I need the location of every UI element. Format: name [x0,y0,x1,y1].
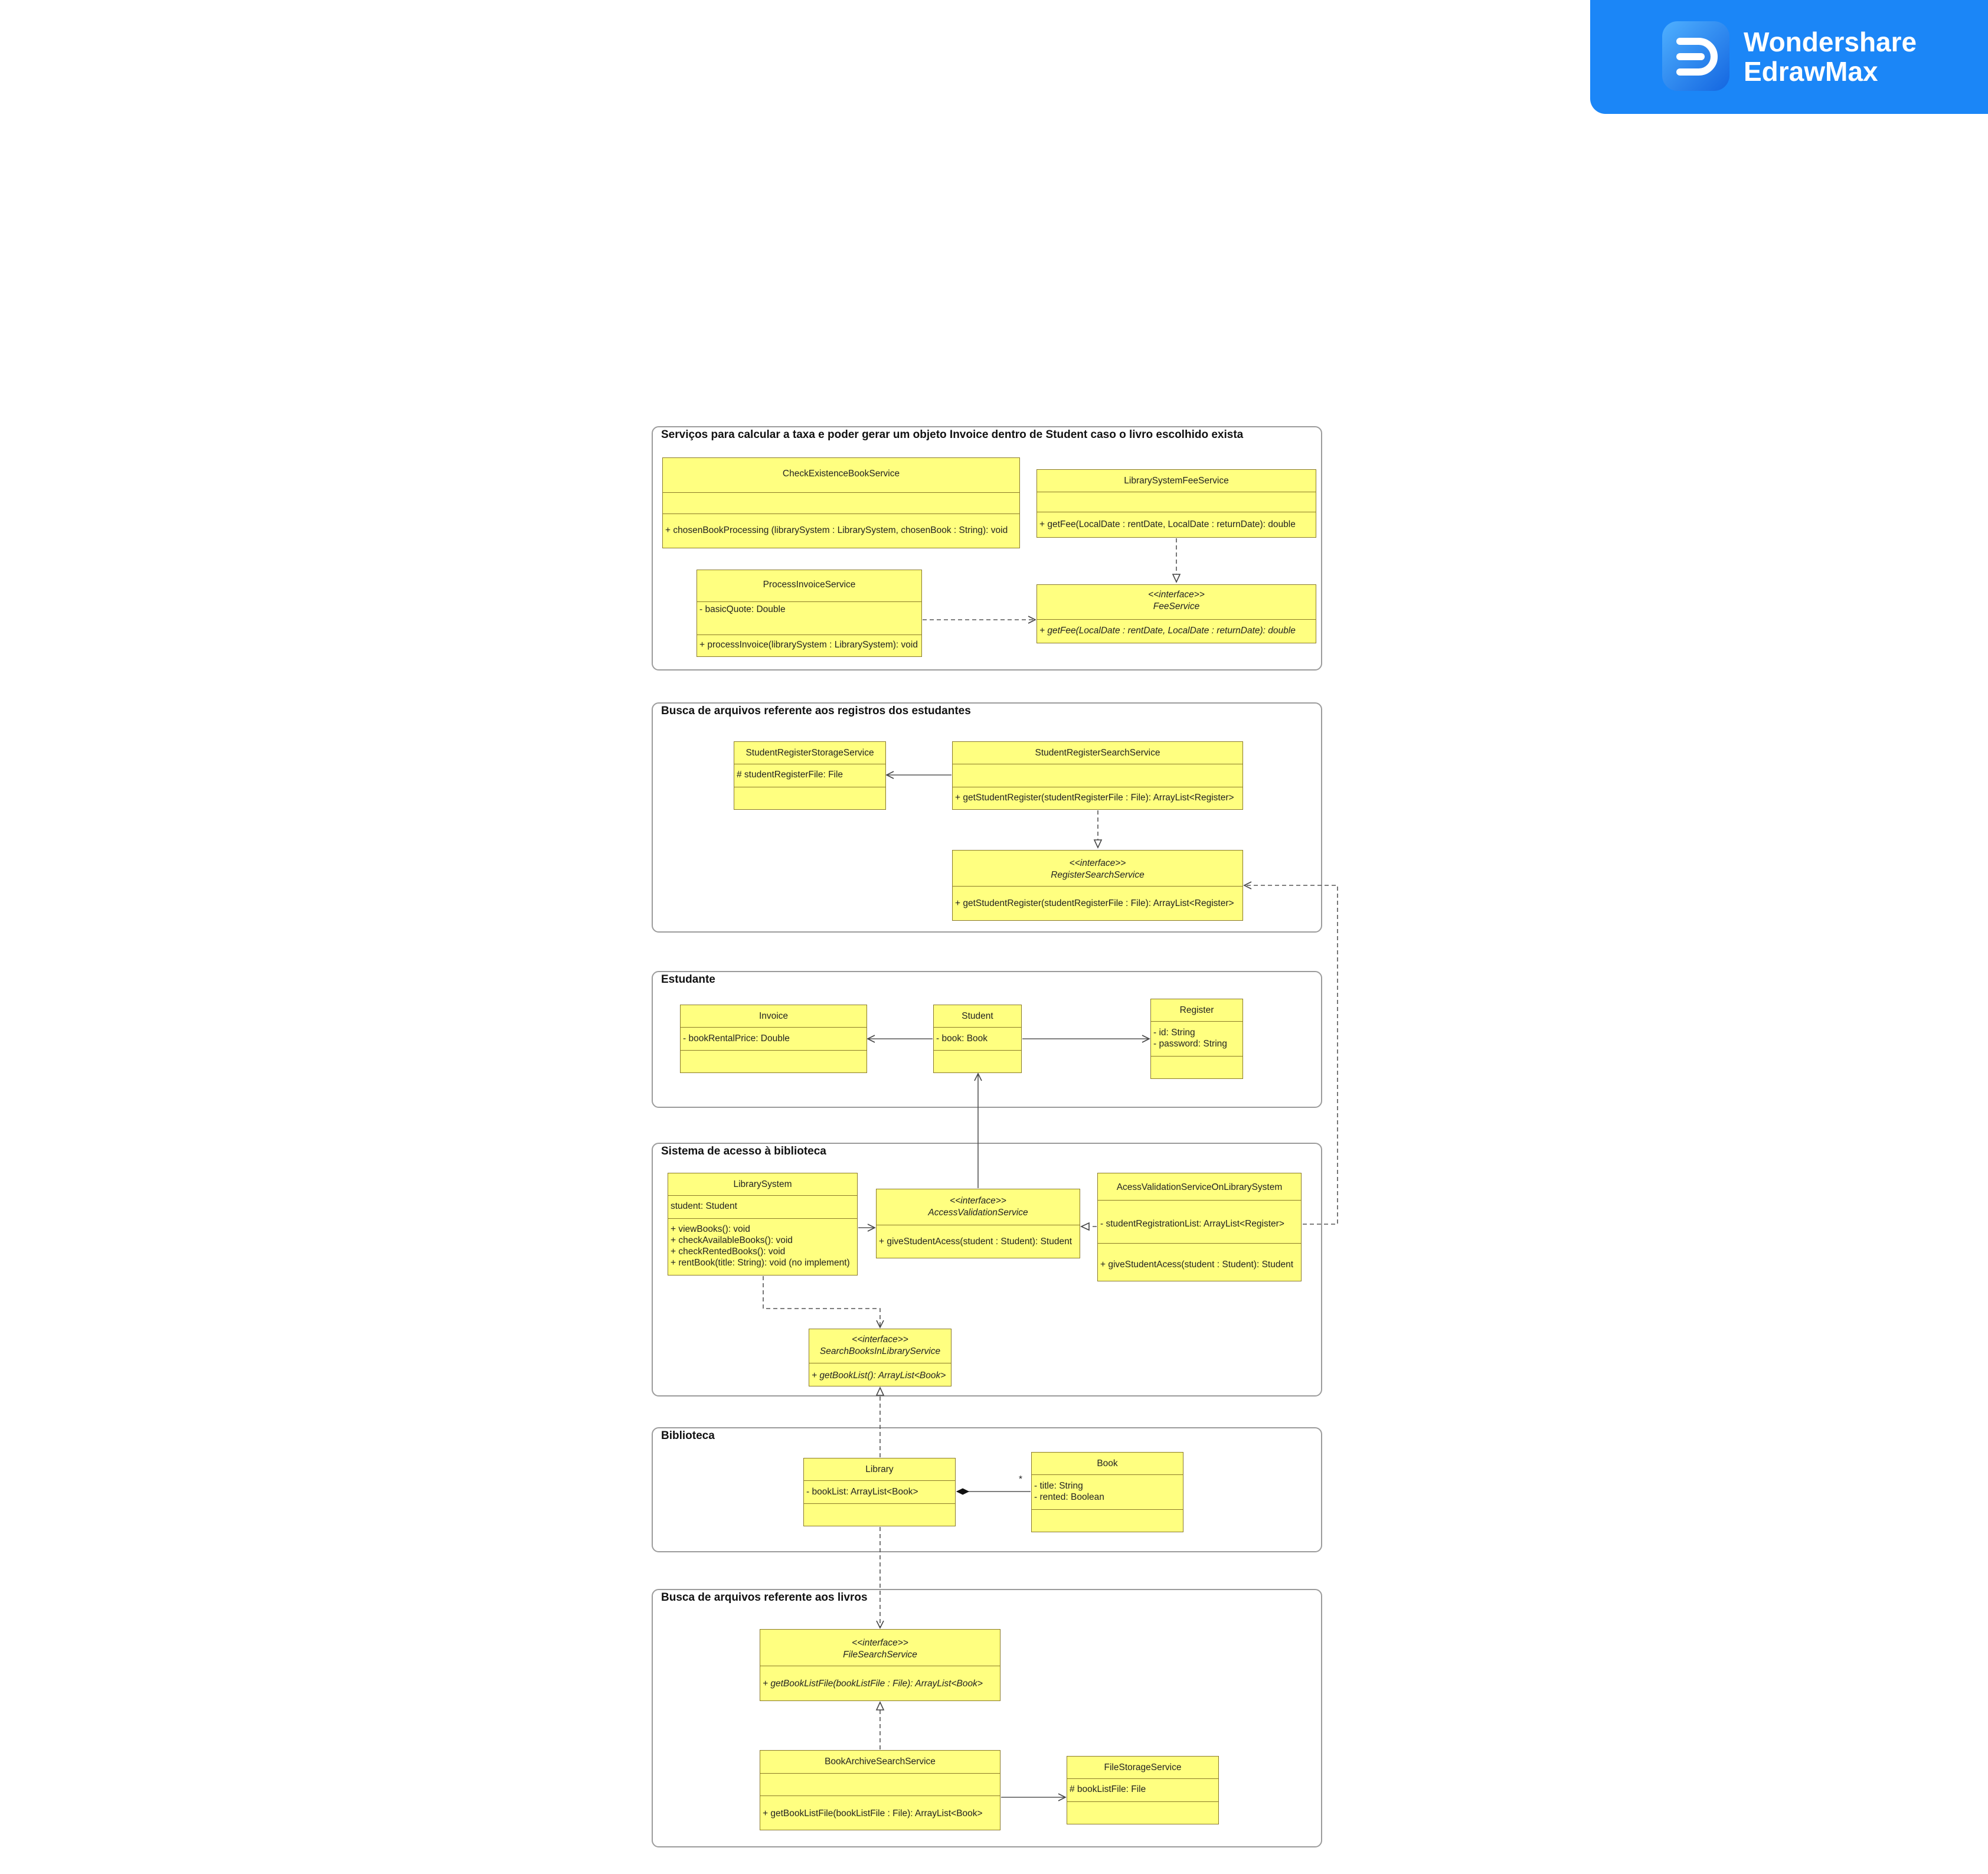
class-name: AcessValidationServiceOnLibrarySystem [1116,1182,1283,1192]
class-attribute: - basicQuote: Double [699,604,786,614]
edrawmax-logo-icon [1662,21,1729,91]
class-attribute: - password: String [1153,1039,1227,1049]
class-name: StudentRegisterStorageService [746,748,874,758]
class-library-system-fee-service[interactable]: LibrarySystemFeeService + getFee(LocalDa… [1036,469,1316,538]
class-operation: + getFee(LocalDate : rentDate, LocalDate… [1039,519,1296,529]
class-name: LibrarySystemFeeService [1124,476,1229,486]
package-title: Biblioteca [661,1430,715,1442]
class-operation: + processInvoice(librarySystem : Library… [699,640,918,650]
class-book[interactable]: Book - title: String - rented: Boolean [1031,1452,1183,1532]
dependency-system-searchbooks [763,1276,884,1329]
class-name: Book [1097,1458,1118,1469]
class-operation: + rentBook(title: String): void (no impl… [671,1258,850,1268]
package-library: Biblioteca [652,1427,1322,1552]
class-operation: + checkAvailableBooks(): void [671,1235,793,1245]
brand-product: EdrawMax [1744,56,1878,87]
class-attribute: - title: String [1034,1481,1083,1491]
stereotype: <<interface>> [852,1335,908,1345]
class-student-register-search-service[interactable]: StudentRegisterSearchService + getStuden… [952,741,1243,810]
class-operation: + checkRentedBooks(): void [671,1247,786,1257]
class-file-storage-service[interactable]: FileStorageService # bookListFile: File [1067,1756,1219,1824]
class-invoice[interactable]: Invoice - bookRentalPrice: Double [680,1005,867,1073]
class-student-register-storage-service[interactable]: StudentRegisterStorageService # studentR… [734,741,886,810]
class-operation: + giveStudentAcess(student : Student): S… [879,1237,1072,1247]
package-title: Busca de arquivos referente aos registro… [661,705,971,717]
class-name: AccessValidationService [928,1208,1028,1218]
package-access: Sistema de acesso à biblioteca [652,1143,1322,1396]
package-title: Busca de arquivos referente aos livros [661,1591,868,1604]
class-name: StudentRegisterSearchService [1035,748,1160,758]
package-title: Estudante [661,973,715,986]
class-attribute: - bookList: ArrayList<Book> [806,1487,918,1497]
class-book-archive-search-service[interactable]: BookArchiveSearchService + getBookListFi… [760,1750,1000,1830]
dependency-access-register [1243,881,1338,1225]
class-operation: + viewBooks(): void [671,1224,750,1234]
class-name: FileStorageService [1104,1762,1182,1772]
class-student[interactable]: Student - book: Book [933,1005,1022,1073]
interface-access-validation-service[interactable]: <<interface>> AccessValidationService + … [876,1189,1080,1258]
stereotype: <<interface>> [1148,590,1205,600]
class-attribute: # bookListFile: File [1070,1784,1146,1794]
class-attribute: - rented: Boolean [1034,1492,1104,1502]
class-name: Register [1179,1005,1214,1015]
class-name: SearchBooksInLibraryService [819,1346,941,1356]
class-library-system[interactable]: LibrarySystem student: Student + viewBoo… [668,1173,858,1276]
package-fee: Serviços para calcular a taxa e poder ge… [652,426,1322,671]
package-title: Serviços para calcular a taxa e poder ge… [661,429,1244,441]
class-name: BookArchiveSearchService [825,1757,936,1767]
class-operation: + getStudentRegister(studentRegisterFile… [955,898,1234,908]
class-attribute: # studentRegisterFile: File [737,770,843,780]
class-name: RegisterSearchService [1051,870,1145,880]
class-attribute: - id: String [1153,1028,1195,1038]
stereotype: <<interface>> [1069,858,1126,868]
interface-file-search-service[interactable]: <<interface>> FileSearchService + getBoo… [760,1629,1000,1701]
brand-name: Wondershare [1744,27,1917,57]
interface-register-search-service[interactable]: <<interface>> RegisterSearchService + ge… [952,850,1243,921]
package-student: Estudante [652,971,1322,1108]
package-student-records: Busca de arquivos referente aos registro… [652,702,1322,933]
stereotype: <<interface>> [950,1196,1006,1206]
class-process-invoice-service[interactable]: ProcessInvoiceService - basicQuote: Doub… [697,570,922,657]
class-attribute: - bookRentalPrice: Double [683,1034,790,1044]
interface-search-books-in-library-service[interactable]: <<interface>> SearchBooksInLibraryServic… [809,1329,952,1386]
class-operation: + getFee(LocalDate : rentDate, LocalDate… [1039,626,1296,636]
class-operation: + getBookList(): ArrayList<Book> [812,1371,946,1381]
package-title: Sistema de acesso à biblioteca [661,1145,826,1157]
class-name: FileSearchService [843,1650,917,1660]
class-operation: + getBookListFile(bookListFile : File): … [763,1679,983,1689]
class-library[interactable]: Library - bookList: ArrayList<Book> [803,1458,956,1526]
class-attribute: - book: Book [936,1034,988,1044]
class-name: LibrarySystem [733,1179,792,1189]
interface-fee-service[interactable]: <<interface>> FeeService + getFee(LocalD… [1036,584,1316,643]
class-operation: + getBookListFile(bookListFile : File): … [763,1808,983,1819]
class-name: ProcessInvoiceService [763,580,856,590]
multiplicity-label: * [1019,1474,1023,1484]
class-name: FeeService [1153,601,1200,611]
class-operation: + giveStudentAcess(student : Student): S… [1100,1260,1293,1270]
class-check-existence-book-service[interactable]: CheckExistenceBookService + chosenBookPr… [662,457,1020,548]
class-attribute: - studentRegistrationList: ArrayList<Reg… [1100,1219,1284,1229]
class-acess-validation-service-on-library-system[interactable]: AcessValidationServiceOnLibrarySystem - … [1097,1173,1302,1281]
class-register[interactable]: Register - id: String - password: String [1150,999,1243,1079]
class-name: Library [865,1464,894,1474]
class-operation: + getStudentRegister(studentRegisterFile… [955,793,1234,803]
class-name: Student [962,1011,993,1021]
brand-badge: Wondershare EdrawMax [1590,0,1988,114]
class-name: CheckExistenceBookService [782,469,900,479]
class-operation: + chosenBookProcessing (librarySystem : … [665,525,1008,535]
stereotype: <<interface>> [852,1638,908,1648]
class-name: Invoice [758,1011,789,1021]
package-book-files: Busca de arquivos referente aos livros [652,1589,1322,1847]
class-attribute: student: Student [671,1201,737,1211]
